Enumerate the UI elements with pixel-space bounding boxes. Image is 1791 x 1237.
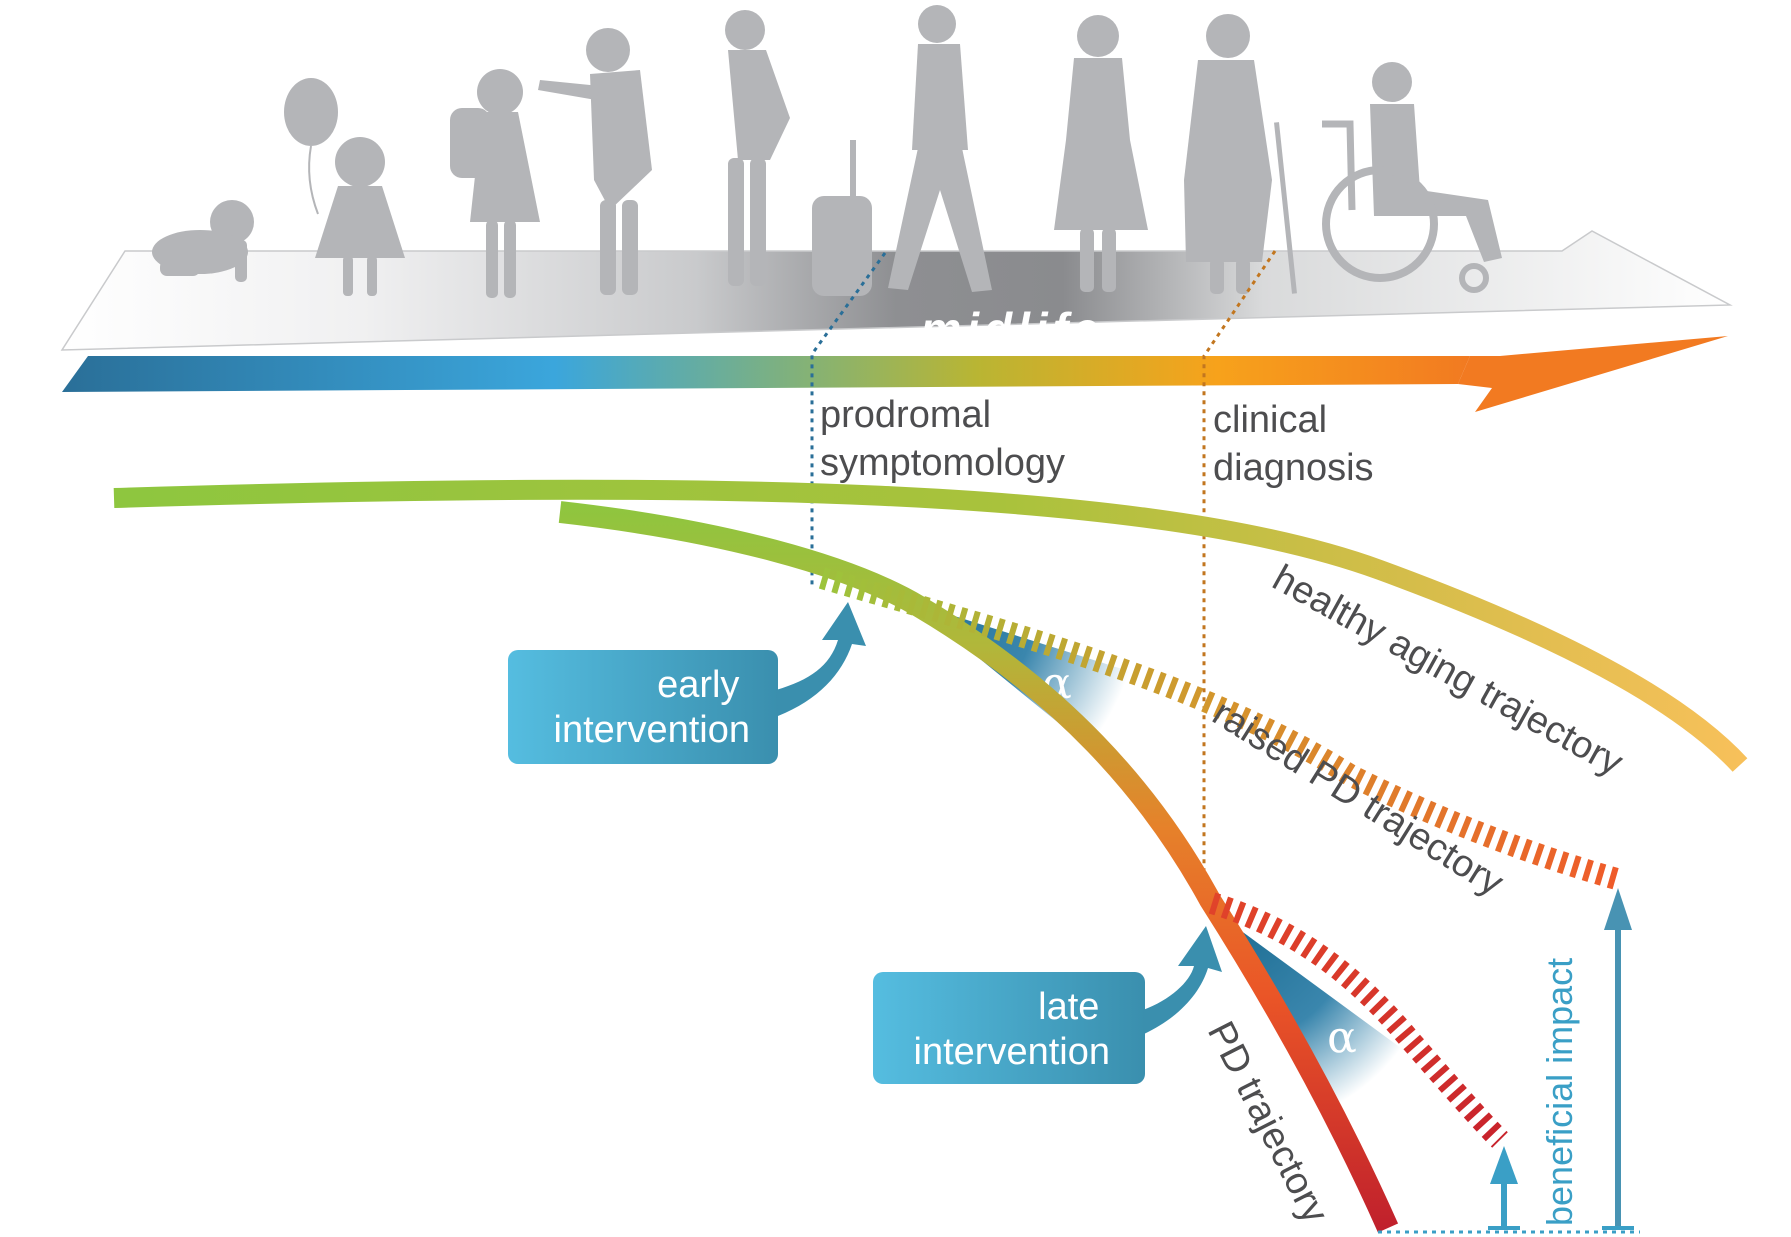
late-intervention-line2: intervention [914, 1031, 1110, 1073]
early-intervention-arrow [776, 602, 866, 716]
pregnant-woman-icon [725, 10, 790, 286]
prodromal-label-line1: prodromal [820, 394, 991, 436]
diagnosis-label-line1: clinical [1213, 399, 1327, 441]
early-intervention-label: early intervention [554, 664, 750, 751]
timeline: midlife [60, 230, 1733, 412]
midlife-label: midlife [920, 303, 1103, 355]
early-intervention-bg [508, 650, 778, 764]
early-impact-arrowhead [1604, 888, 1632, 930]
late-alpha-wedge [1240, 930, 1420, 1124]
diagnosis-marker-line [1202, 250, 1277, 912]
raised-pd-label: raised PD trajectory [1205, 692, 1510, 904]
timeline-platform [60, 230, 1733, 351]
healthy-aging-trajectory [113, 479, 1748, 772]
timeline-arrowhead [1458, 336, 1728, 412]
prodromal-label-line2: symptomology [820, 442, 1065, 484]
traveler-with-suitcase-icon [812, 5, 992, 296]
prodromal-marker-line [810, 252, 887, 588]
late-intervention-trajectory [1208, 892, 1508, 1148]
early-intervention-box: early intervention [508, 602, 866, 764]
pd-trajectory [558, 501, 1399, 1233]
late-alpha-symbol: α [1327, 1012, 1357, 1063]
life-stage-silhouettes [152, 5, 1502, 298]
beneficial-impact-label: beneficial impact [1539, 958, 1580, 1226]
early-intervention-line2: intervention [554, 709, 750, 751]
prodromal-label: prodromal symptomology [820, 394, 1065, 484]
raised-pd-trajectory [818, 567, 1624, 891]
elderly-with-cane-icon [1184, 14, 1297, 294]
late-intervention-label: late intervention [914, 986, 1110, 1073]
beneficial-impact: beneficial impact [1378, 888, 1640, 1234]
late-intervention-box: late intervention [873, 926, 1222, 1084]
crawling-infant-icon [152, 200, 254, 282]
adult-parent-icon [538, 28, 652, 295]
late-intervention-bg [873, 972, 1145, 1084]
timeline-color-bar [62, 356, 1470, 392]
marker-lines [810, 250, 1277, 912]
elderly-in-wheelchair-icon [1322, 62, 1502, 293]
late-intervention-line1: late [1038, 986, 1099, 1028]
late-impact-arrowhead [1490, 1146, 1518, 1184]
schoolchild-with-backpack-icon [450, 69, 540, 298]
middle-aged-woman-icon [1054, 15, 1148, 292]
child-with-balloon-icon [284, 78, 405, 296]
late-intervention-arrow [1143, 926, 1222, 1034]
diagnosis-label-line2: diagnosis [1213, 447, 1374, 489]
diagnosis-label: clinical diagnosis [1213, 399, 1374, 489]
early-intervention-line1: early [657, 664, 739, 706]
